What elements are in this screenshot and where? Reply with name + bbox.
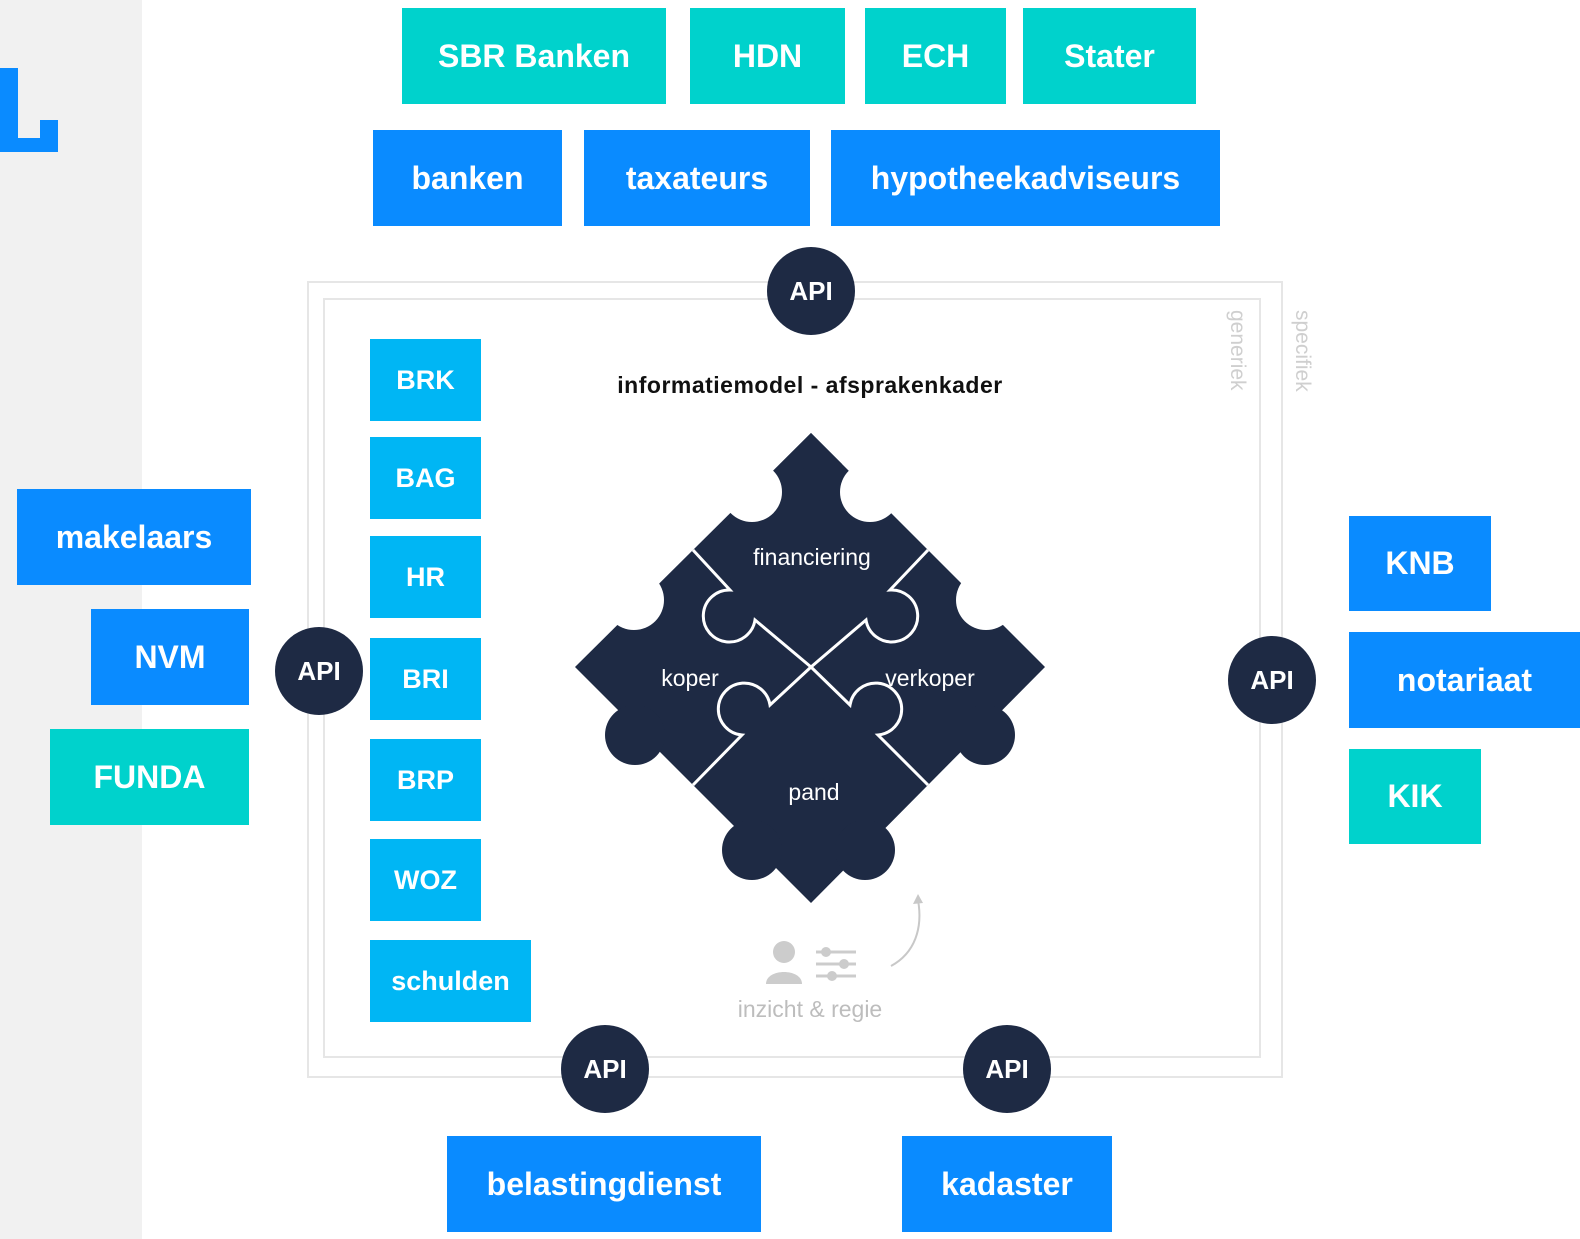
person-icon [766,941,802,984]
insight-control-label: inzicht & regie [737,996,883,1022]
logo-icon [0,68,58,152]
puzzle-diagram: financiering koper verkoper pand [575,433,1045,903]
curved-arrow-icon [890,894,923,967]
register-woz: WOZ [370,839,481,921]
partner-kik: KIK [1349,749,1481,844]
piece-pand: pand [788,779,839,805]
register-bri: BRI [370,638,481,720]
partner-sbr-banken: SBR Banken [402,8,666,104]
partner-stater: Stater [1023,8,1196,104]
register-brk: BRK [370,339,481,421]
party-makelaars: makelaars [17,489,251,585]
partner-hdn: HDN [690,8,845,104]
party-taxateurs: taxateurs [584,130,810,226]
puzzle-knob-right [955,705,1015,765]
model-title: informatiemodel - afsprakenkader [617,372,1003,398]
sliders-icon [816,947,856,981]
party-notariaat: notariaat [1349,632,1580,728]
register-schulden: schulden [370,940,531,1022]
puzzle-knob-bottom-left [722,820,782,880]
party-knb: KNB [1349,516,1491,611]
api-node-left: API [275,627,363,715]
register-hr: HR [370,536,481,618]
api-node-top: API [767,247,855,335]
puzzle-knob-left [605,705,665,765]
party-hypotheekadviseurs: hypotheekadviseurs [831,130,1220,226]
api-node-right: API [1228,636,1316,724]
party-belastingdienst: belastingdienst [447,1136,761,1232]
generic-label: generiek [1226,310,1249,391]
register-brp: BRP [370,739,481,821]
partner-funda: FUNDA [50,729,249,825]
api-node-bottom-right: API [963,1025,1051,1113]
party-kadaster: kadaster [902,1136,1112,1232]
puzzle-knob-bottom-right [835,820,895,880]
piece-verkoper: verkoper [885,665,975,691]
party-nvm: NVM [91,609,249,705]
register-bag: BAG [370,437,481,519]
piece-financiering: financiering [753,544,871,570]
partner-ech: ECH [865,8,1006,104]
piece-koper: koper [661,665,719,691]
specific-label: specifiek [1291,310,1314,392]
api-node-bottom-left: API [561,1025,649,1113]
party-banken: banken [373,130,562,226]
